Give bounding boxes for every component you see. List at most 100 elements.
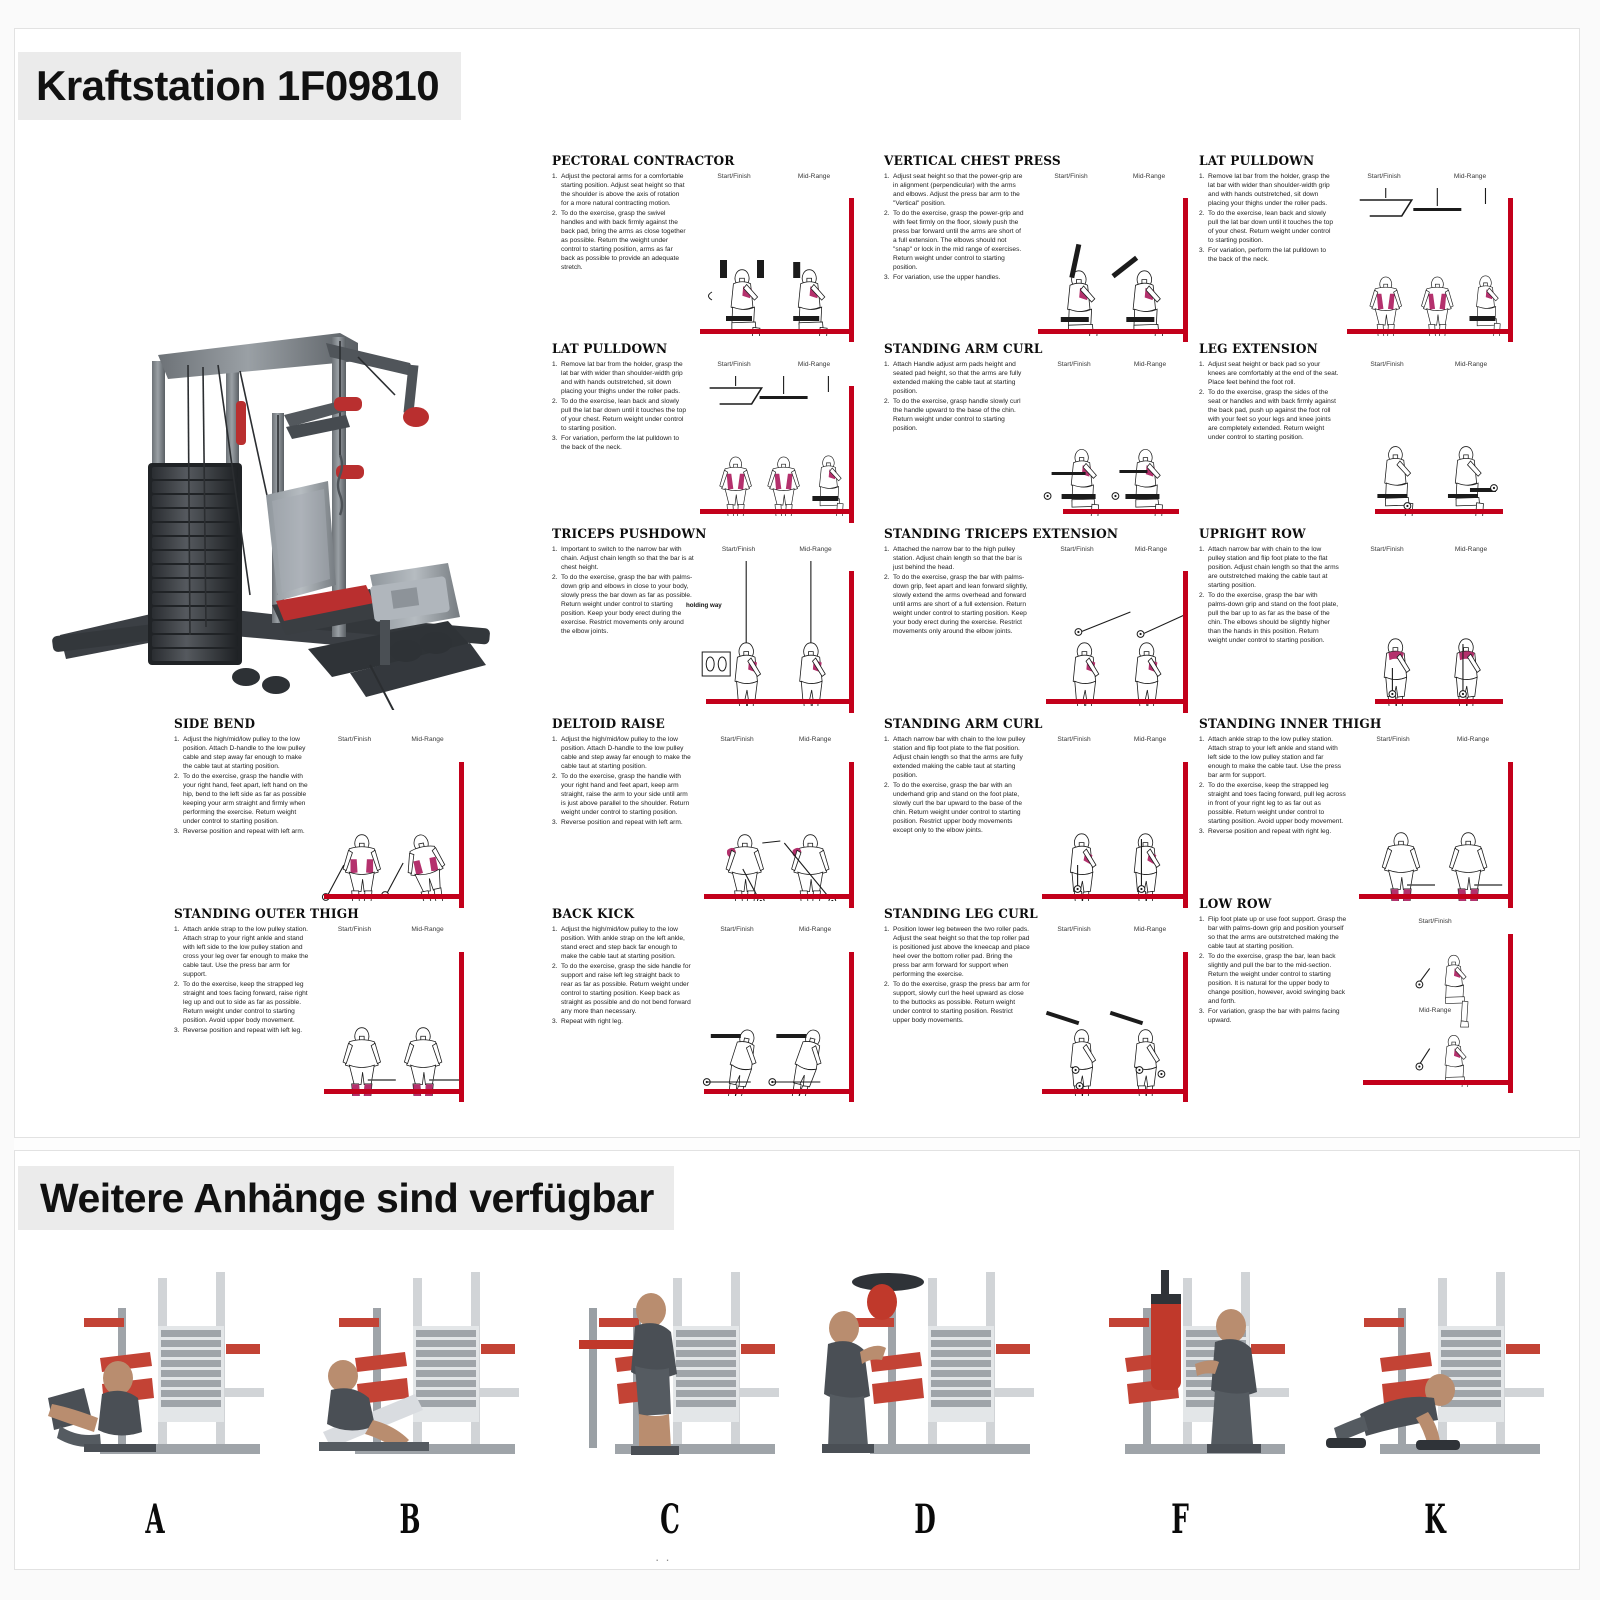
exercise-instructions: Attach narrow bar with chain to the low … xyxy=(1199,546,1339,707)
exercise-title: TRICEPS PUSHDOWN xyxy=(552,527,707,542)
exercise-instructions: Attach narrow bar with chain to the low … xyxy=(884,736,1030,902)
exercise-figure: Start/Finish Mid-Range xyxy=(694,361,854,538)
attachment-image-b xyxy=(295,1238,525,1488)
accent-bar-right xyxy=(1183,570,1188,713)
exercise-figure: Start/Finish Mid-Range xyxy=(1036,360,1188,536)
exercise-title: STANDING ARM CURL xyxy=(884,717,1043,732)
figure-canvas xyxy=(318,745,464,930)
exercise-step: Adjust seat height or back pad so your k… xyxy=(1199,360,1339,386)
exercise-title: STANDING LEG CURL xyxy=(884,907,1038,922)
figure-labels: Start/Finish Mid-Range xyxy=(1345,546,1513,553)
exercise-title: STANDING ARM CURL xyxy=(884,342,1043,357)
exercise-title: STANDING OUTER THIGH xyxy=(174,907,359,922)
exercise-figure: Start/Finish Mid-Range xyxy=(1040,546,1188,740)
exercise-instructions: Important to switch to the narrow bar wi… xyxy=(552,546,694,707)
figure-labels: Start/Finish Mid-Range xyxy=(698,736,854,743)
exercise-step: To do the exercise, lean back and slowly… xyxy=(1199,210,1333,245)
exercise-instructions: Attached the narrow bar to the high pull… xyxy=(884,546,1034,707)
exercise-title: DELTOID RAISE xyxy=(552,717,665,732)
accent-bar-right xyxy=(849,570,854,713)
accent-bar-right xyxy=(849,197,854,342)
attachment-label-f: F xyxy=(1171,1496,1189,1543)
exercise-figure: Start/Finish Mid-Range xyxy=(1341,172,1513,358)
figure-labels: Start/Finish Mid-Range xyxy=(1036,926,1188,933)
exercise-card-upright-row: UPRIGHT ROW Attach narrow bar with chain… xyxy=(1199,528,1515,736)
exercise-step: Remove lat bar from the holder, grasp th… xyxy=(552,360,683,395)
exercise-title: SIDE BEND xyxy=(174,717,256,732)
exercise-step: To do the exercise, grasp the press bar … xyxy=(884,981,1030,1024)
exercise-step: Attach Handle adjust arm pads height and… xyxy=(884,360,1022,395)
exercise-card-standing-arm-curl-seated: STANDING ARM CURL Attach Handle adjust a… xyxy=(884,342,1190,536)
exercise-step: Adjust the high/mid/low pulley to the lo… xyxy=(552,925,685,960)
attachment-label-k: K xyxy=(1424,1496,1446,1543)
figure-label-mid: Mid-Range xyxy=(1134,545,1168,553)
exercise-step: For variation, use the upper handles. xyxy=(884,274,1001,283)
accent-bar-bottom xyxy=(1375,698,1503,704)
figure-canvas xyxy=(1345,370,1513,535)
exercise-step: To do the exercise, grasp the side handl… xyxy=(552,963,691,1015)
exercise-step: Reverse position and repeat with left ar… xyxy=(552,819,683,828)
figure-label-start: Start/Finish xyxy=(720,925,754,933)
exercise-figure: Start/Finish Mid-Range xyxy=(694,173,854,361)
exercise-step: For variation, perform the lat pulldown … xyxy=(552,435,680,452)
figure-canvas xyxy=(1345,555,1513,736)
figure-label-start: Start/Finish xyxy=(1057,360,1091,368)
exercise-card-back-kick: BACK KICK Adjust the high/mid/low pulley… xyxy=(552,907,858,1124)
exercise-step: To do the exercise, grasp the handle wit… xyxy=(174,773,308,825)
exercise-card-vertical-chest-press: VERTICAL CHEST PRESS Adjust seat height … xyxy=(884,154,1190,364)
accent-bar-bottom xyxy=(324,893,462,899)
figure-labels: Start/Finish Mid-Range xyxy=(1032,173,1188,180)
exercise-title: BACK KICK xyxy=(552,907,635,922)
figure-canvas xyxy=(694,370,854,538)
figure-canvas xyxy=(318,935,464,1123)
figure-label-mid: Mid-Range xyxy=(1454,545,1488,553)
figure-label-start: Start/Finish xyxy=(1370,545,1404,553)
exercise-instructions: Remove lat bar from the holder, grasp th… xyxy=(552,361,688,517)
figure-labels: Start/Finish Mid-Range xyxy=(698,926,854,933)
exercise-step: Adjust seat height so that the power-gri… xyxy=(884,172,1023,207)
exercise-instructions: Remove lat bar from the holder, grasp th… xyxy=(1199,173,1335,337)
figure-canvas xyxy=(1036,745,1188,931)
figure-label-start: Start/Finish xyxy=(717,172,751,180)
exercise-step: Repeat with right leg. xyxy=(552,1018,623,1027)
figure-label-start: Start/Finish xyxy=(717,360,751,368)
attachment-image-a xyxy=(40,1238,270,1488)
figure-canvas xyxy=(1036,370,1188,536)
figure-label-mid: Mid-Range xyxy=(797,172,831,180)
exercise-instructions: Attach ankle strap to the low pulley sta… xyxy=(174,926,312,1097)
figure-label-mid: Mid-Range xyxy=(1418,1006,1452,1014)
exercise-card-deltoid-raise: DELTOID RAISE Adjust the high/mid/low pu… xyxy=(552,717,858,930)
exercise-figure: Start/Finish Mid-Range xyxy=(700,546,854,740)
exercise-title: VERTICAL CHEST PRESS xyxy=(884,154,1061,169)
page-footer-dots: ·· xyxy=(655,1552,676,1567)
exercise-step: For variation, perform the lat pulldown … xyxy=(1199,247,1327,264)
figure-labels: Start/Finish Mid-Range xyxy=(1040,546,1188,553)
accent-bar-right xyxy=(1508,197,1513,342)
exercise-instructions: Adjust the pectoral arms for a comfortab… xyxy=(552,173,688,337)
figure-canvas xyxy=(698,935,854,1124)
figure-label-mid: Mid-Range xyxy=(1456,735,1490,743)
figure-labels: Start/Finish Mid-Range xyxy=(318,736,464,743)
figure-labels: Start/Finish Mid-Range xyxy=(694,361,854,368)
accent-bar-bottom xyxy=(1375,508,1503,514)
exercise-step: Reverse position and repeat with left ar… xyxy=(174,828,305,837)
exercise-step: Important to switch to the narrow bar wi… xyxy=(552,545,694,571)
exercise-card-standing-inner-thigh: STANDING INNER THIGH Attach ankle strap … xyxy=(1199,717,1515,928)
exercise-step: To do the exercise, grasp handle slowly … xyxy=(884,398,1021,433)
exercise-step: To do the exercise, keep the strapped le… xyxy=(174,981,308,1024)
exercise-figure: Start/Finish Mid-Range xyxy=(318,736,464,930)
accent-bar-right xyxy=(849,761,854,908)
exercise-figure: Start/Finish Mid-Range xyxy=(698,736,854,930)
accent-bar-bottom xyxy=(1063,508,1179,514)
exercise-card-lat-pulldown-2: LAT PULLDOWN Remove lat bar from the hol… xyxy=(552,343,858,538)
figure-labels: Start/Finish Mid-Range xyxy=(694,173,854,180)
exercise-step: Adjust the high/mid/low pulley to the lo… xyxy=(174,735,306,770)
figure-label-start: Start/Finish xyxy=(1054,172,1088,180)
figure-label-start: Start/Finish xyxy=(1057,735,1091,743)
figure-label-mid: Mid-Range xyxy=(1453,172,1487,180)
exercise-title: LEG EXTENSION xyxy=(1199,342,1318,357)
exercise-card-lat-pulldown-1: LAT PULLDOWN Remove lat bar from the hol… xyxy=(1199,155,1515,358)
exercise-step: To do the exercise, lean back and slowly… xyxy=(552,398,686,433)
exercise-title: STANDING INNER THIGH xyxy=(1199,717,1382,732)
figure-label-start: Start/Finish xyxy=(1060,545,1094,553)
